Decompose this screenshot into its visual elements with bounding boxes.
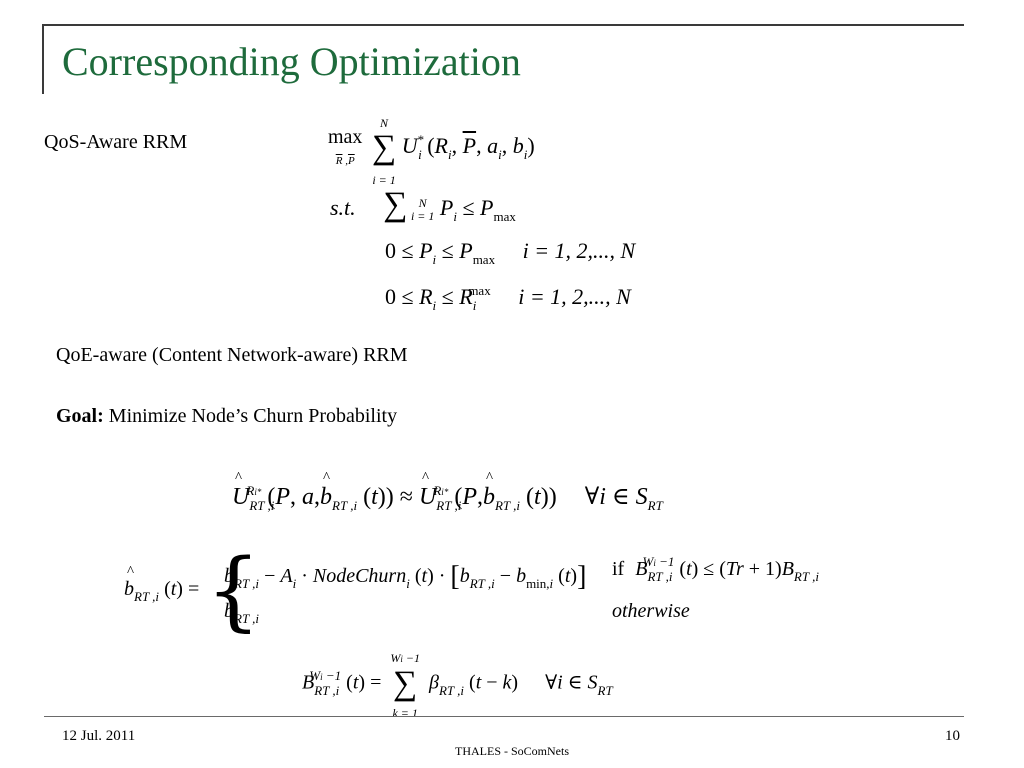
qos-label: QoS-Aware RRM — [44, 131, 188, 153]
bitrate-case-1: bRT ,i − Ai · NodeChurni (t) · [bRT ,i −… — [224, 561, 587, 592]
utility-approximation-equation: URT ,iRi* (P, a,bRT ,i (t)) ≈ URT ,iRi* … — [232, 470, 663, 513]
footer-organization: THALES - SoComNets — [455, 744, 569, 758]
footer-date: 12 Jul. 2011 — [62, 728, 136, 744]
title-rule — [44, 24, 964, 26]
bitrate-lhs: bRT ,i (t) = — [124, 564, 199, 604]
constraint-sum-power: s.t. ∑ N i = 1 Pi ≤ Pmax — [330, 186, 516, 225]
buffer-sum-equation: BRT ,iWi −1 (t) = Wi −1 ∑ k = 1 βRT ,i (… — [302, 651, 613, 720]
max-subscript: R ,P — [335, 155, 355, 168]
goal-line: Goal: Minimize Node’s Churn Probability — [56, 405, 397, 428]
slide-title: Corresponding Optimization — [62, 39, 521, 84]
constraint-rate-bounds: 0 ≤ Ri ≤ Rimax i = 1, 2,..., N — [385, 283, 631, 313]
constraint-power-bounds: 0 ≤ Pi ≤ Pmax i = 1, 2,..., N — [385, 238, 636, 267]
qoe-label: QoE-aware (Content Network-aware) RRM — [56, 344, 408, 366]
page-number: 10 — [945, 728, 960, 744]
piecewise-brace: { — [206, 541, 261, 641]
title-side-rule — [42, 24, 44, 94]
objective-equation: max R ,P N ∑ i = 1 U*i (Ri, P, ai, bi) — [328, 116, 535, 188]
goal-text: Minimize Node’s Churn Probability — [103, 405, 398, 427]
bitrate-case-2-condition: otherwise — [612, 600, 690, 622]
footer-rule — [44, 716, 964, 717]
bitrate-case-2: bRT ,i — [224, 600, 260, 626]
bitrate-case-1-condition: if BRT ,iWi −1 (t) ≤ (Tr + 1)BRT ,i — [612, 554, 819, 584]
goal-prefix: Goal: — [56, 405, 104, 427]
